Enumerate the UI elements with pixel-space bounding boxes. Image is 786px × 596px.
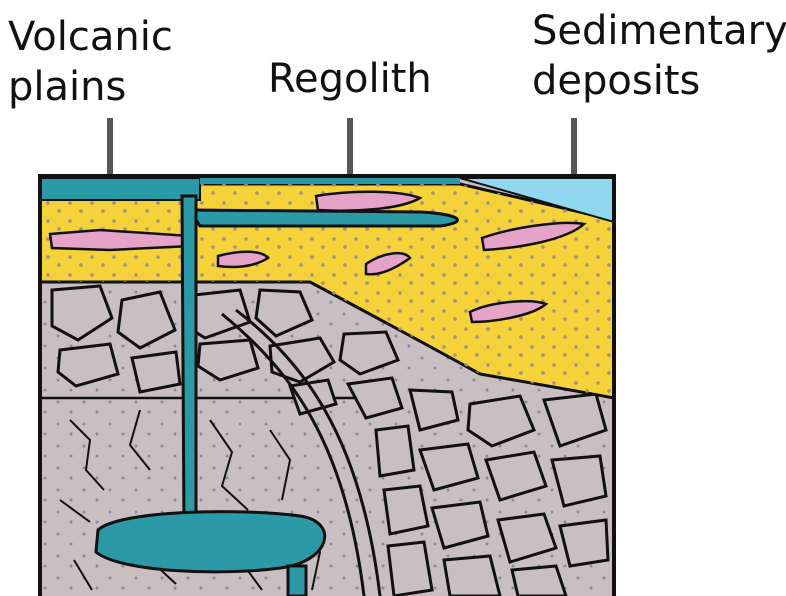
volcanic-plains-layer	[40, 178, 200, 200]
volcanic-surface-thin-layer	[200, 178, 460, 184]
magma-feeder	[288, 566, 306, 596]
magma-dike	[182, 196, 196, 530]
magma-chamber	[96, 512, 325, 572]
magma-sill	[190, 210, 457, 226]
